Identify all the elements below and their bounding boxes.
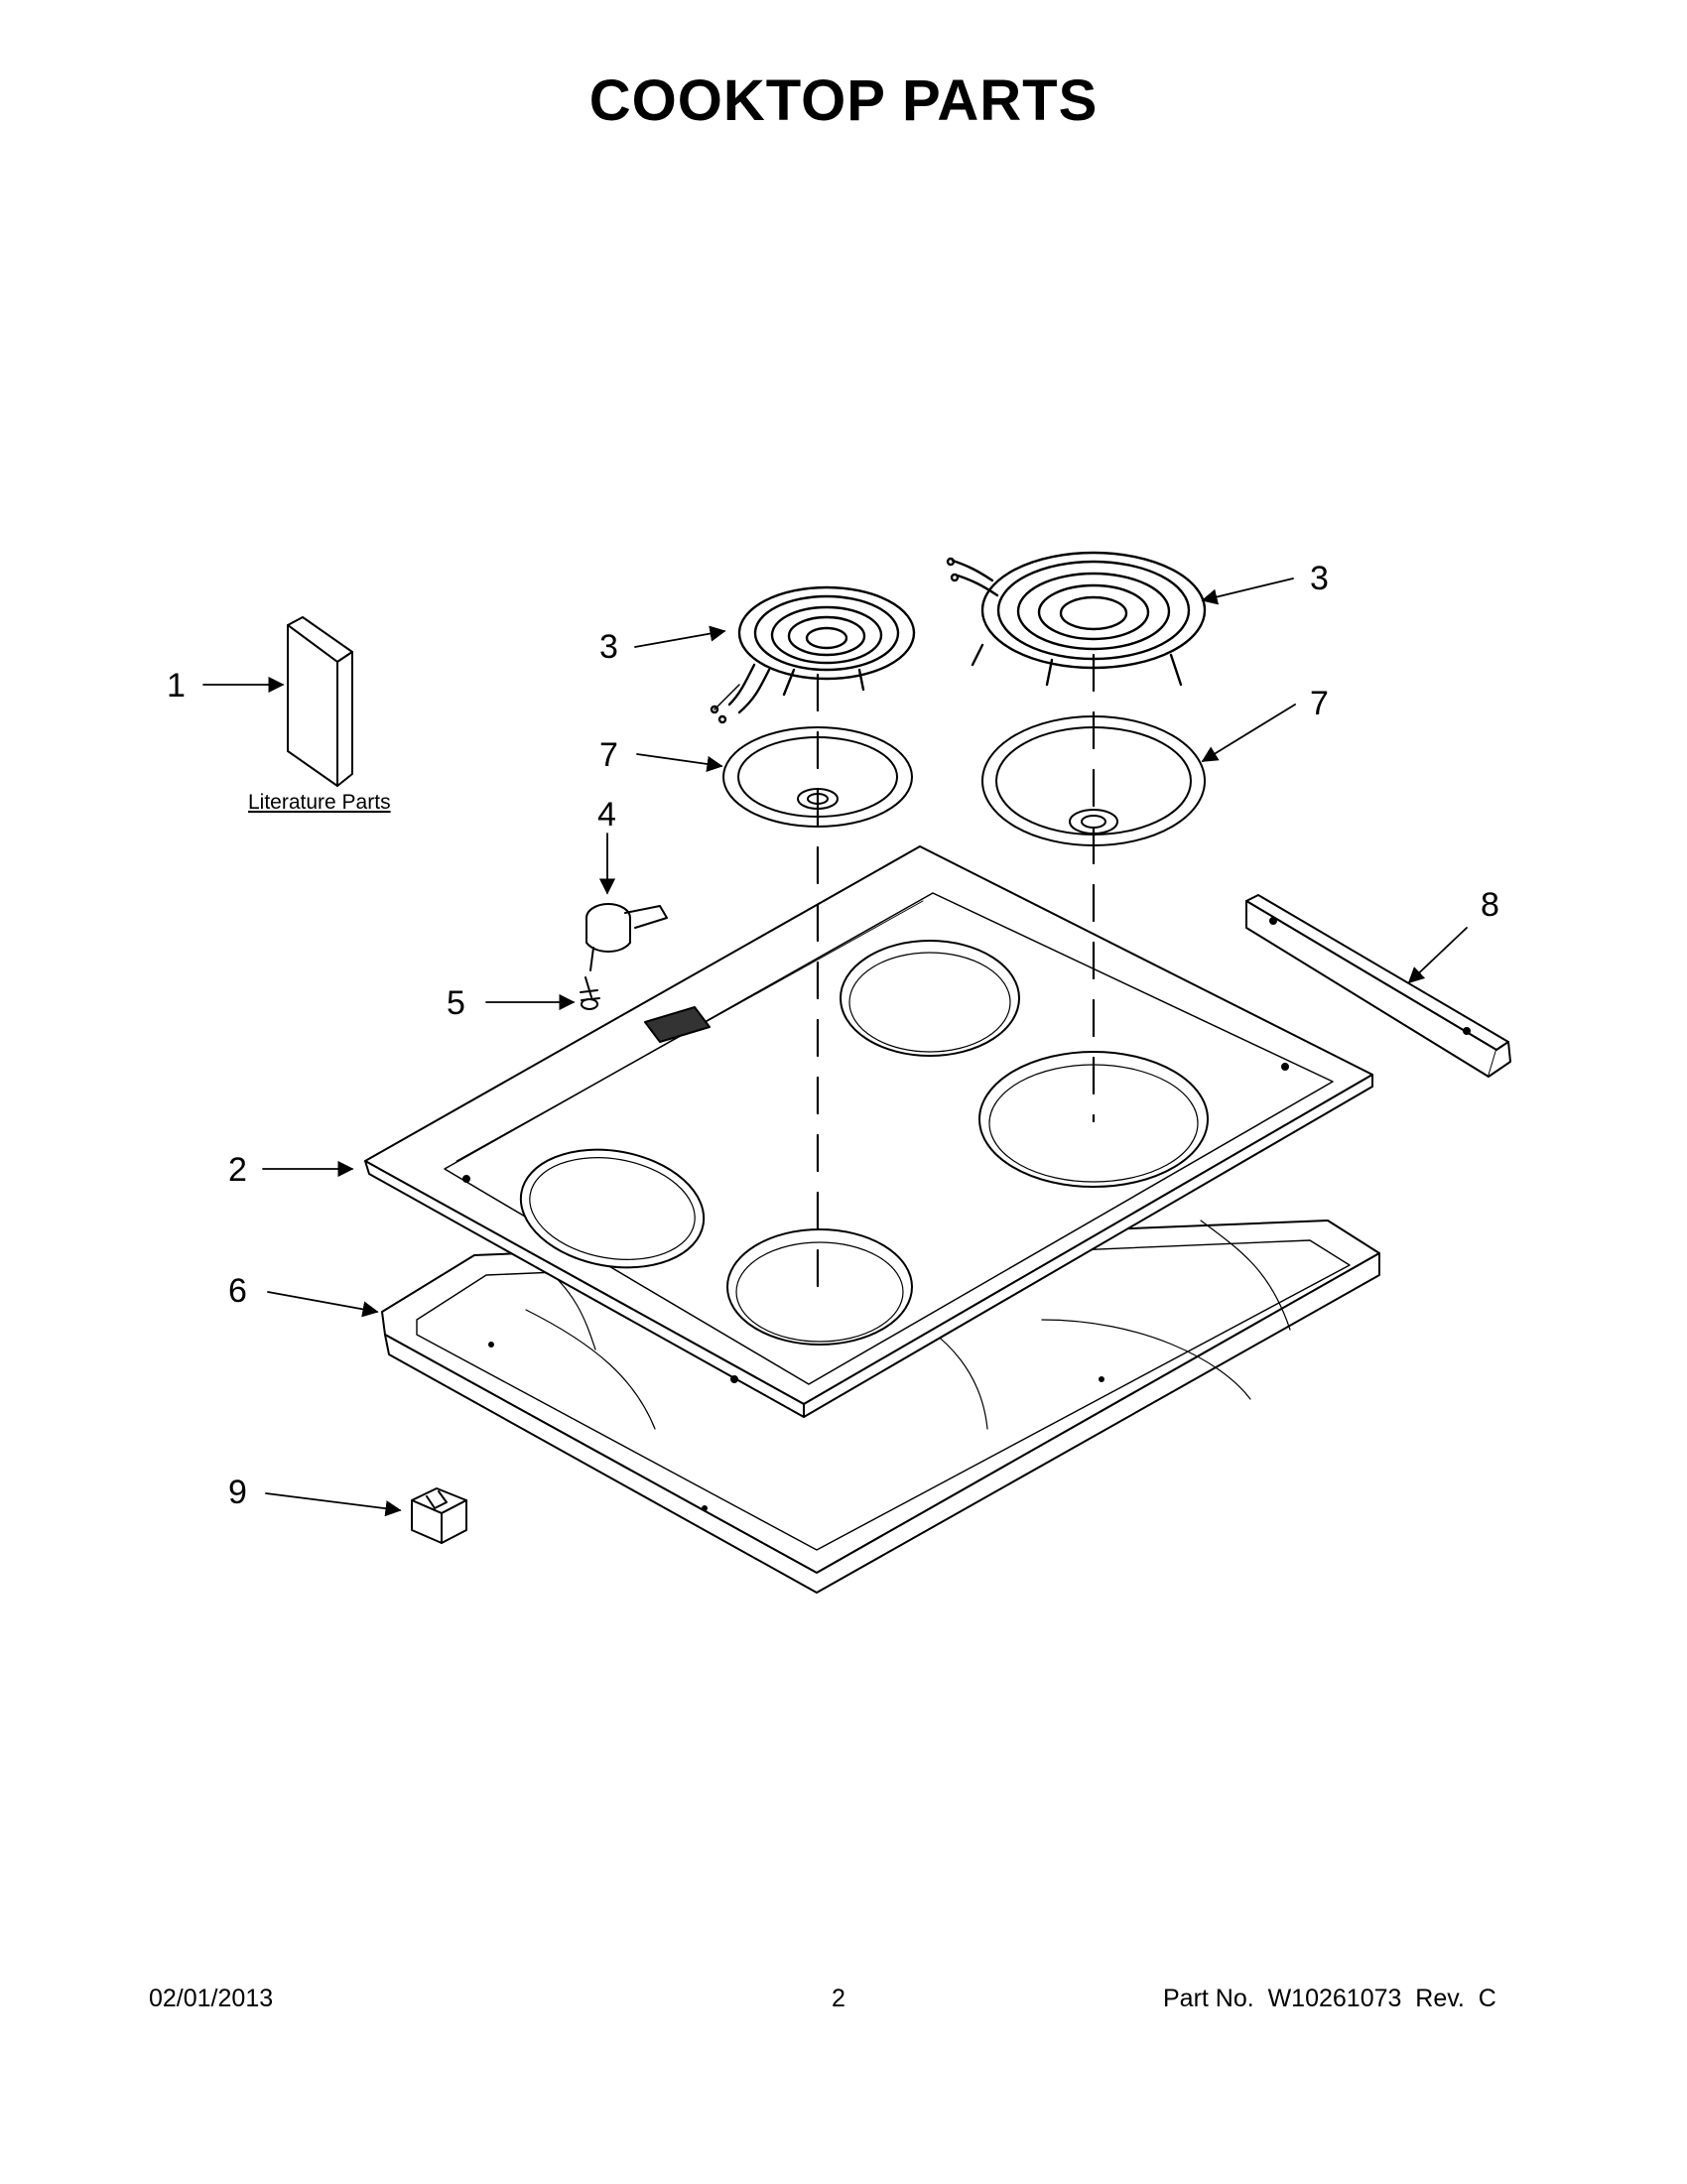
bracket	[1245, 894, 1511, 1078]
bumper	[411, 1487, 467, 1544]
callout-3-right: 3	[1310, 560, 1329, 597]
literature-book	[287, 616, 353, 787]
callout-2: 2	[228, 1151, 247, 1189]
callout-1: 1	[167, 667, 186, 705]
leader-lines	[202, 578, 1468, 1517]
callout-7-left: 7	[599, 736, 618, 774]
receptacle	[585, 903, 668, 971]
callout-4: 4	[597, 796, 616, 834]
surface-element-right	[946, 551, 1207, 687]
cooktop-top	[364, 845, 1373, 1418]
surface-element-left	[710, 585, 916, 724]
callout-3-left: 3	[599, 628, 618, 666]
callout-6: 6	[228, 1272, 247, 1310]
callout-8: 8	[1481, 886, 1499, 924]
callout-7-right: 7	[1310, 685, 1329, 722]
callout-9: 9	[228, 1474, 247, 1511]
alignment-lines	[816, 653, 1096, 1292]
screw	[580, 976, 600, 1010]
footer-part-number: Part No. W10261073 Rev. C	[1163, 1985, 1496, 2012]
callout-5: 5	[447, 984, 465, 1022]
footer-date: 02/01/2013	[149, 1985, 274, 2012]
footer-page-number: 2	[832, 1985, 845, 2012]
literature-parts-label: Literature Parts	[248, 791, 391, 814]
page-title: COOKTOP PARTS	[588, 68, 1099, 133]
